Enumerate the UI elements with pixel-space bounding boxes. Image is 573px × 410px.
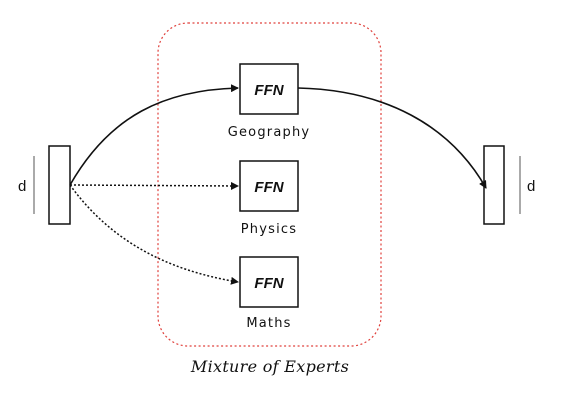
output-token-vector xyxy=(483,145,505,225)
input-token-vector xyxy=(48,145,71,225)
expert-name-physics: Physics xyxy=(241,222,297,237)
ffn-block-physics xyxy=(239,160,299,212)
output-dimension-label: d xyxy=(527,178,535,195)
output-arrow-geography xyxy=(297,87,487,189)
ffn-label-maths: FFN xyxy=(254,275,284,292)
ffn-block-geography xyxy=(239,63,299,115)
expert-name-maths: Maths xyxy=(246,316,291,331)
route-arrow-maths xyxy=(69,184,239,285)
mixture-of-experts-title: Mixture of Experts xyxy=(190,357,349,376)
route-arrow-geography xyxy=(69,84,239,186)
ffn-label-geography: FFN xyxy=(254,82,284,99)
ffn-block-maths xyxy=(239,256,299,308)
expert-name-geography: Geography xyxy=(228,125,311,140)
route-arrow-physics xyxy=(69,181,239,190)
experts-group-border xyxy=(157,22,382,347)
ffn-label-physics: FFN xyxy=(254,179,284,196)
input-dimension-label: d xyxy=(18,178,26,195)
